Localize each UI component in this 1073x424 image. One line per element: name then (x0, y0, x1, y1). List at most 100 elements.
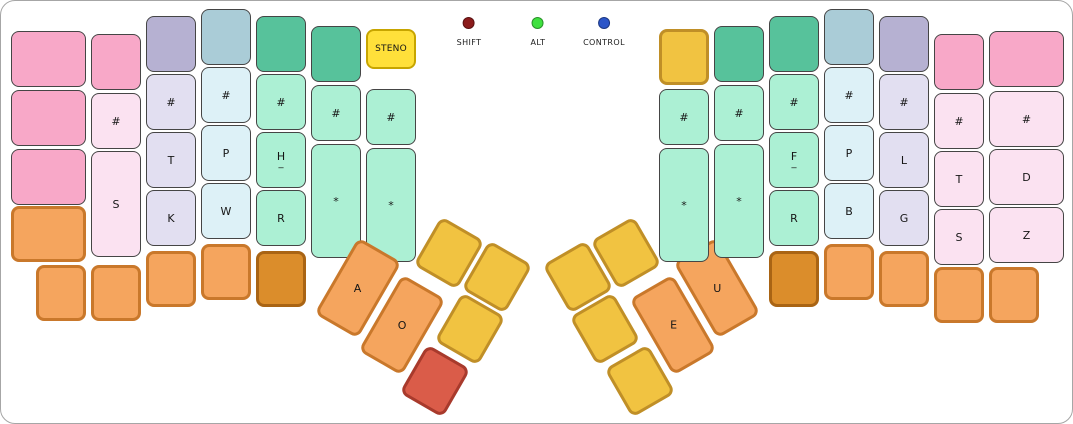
key-w-left[interactable]: W (201, 183, 251, 239)
key-label: Z (1022, 228, 1031, 242)
key-star-l7[interactable]: * (366, 148, 416, 262)
key-label: # (954, 114, 964, 128)
key-label: K (167, 211, 175, 225)
key-label: U (712, 281, 722, 295)
key-label: B (845, 204, 853, 218)
key-star-r2[interactable]: * (714, 144, 764, 258)
key-blank-orange-rb4[interactable] (934, 267, 984, 323)
indicator-alt: ALT (531, 17, 546, 47)
key-t-left[interactable]: T (146, 132, 196, 188)
key-hash-l5[interactable]: # (256, 74, 306, 130)
key-hash-r4[interactable]: # (824, 67, 874, 123)
key-blank-green-r3a[interactable] (769, 16, 819, 72)
key-label: # (789, 95, 799, 109)
key-label: F (790, 150, 798, 163)
key-hash-l4[interactable]: # (201, 67, 251, 123)
key-label: # (331, 106, 341, 120)
key-l-right[interactable]: L (879, 132, 929, 188)
key-hash-r2[interactable]: # (714, 85, 764, 141)
key-label: STENO (375, 43, 407, 54)
key-d-right[interactable]: D (989, 149, 1064, 205)
key-h-left[interactable]: H_ (256, 132, 306, 188)
key-blank-pink-r6a[interactable] (934, 34, 984, 90)
key-blank-green-r2a[interactable] (714, 26, 764, 82)
control-indicator-label: CONTROL (583, 38, 625, 47)
key-label: G (899, 211, 909, 225)
key-blank-pink-l2a[interactable] (91, 34, 141, 90)
shift-indicator-dot (463, 17, 475, 29)
key-hash-r3[interactable]: # (769, 74, 819, 130)
control-indicator-dot (598, 17, 610, 29)
key-hash-l3[interactable]: # (146, 74, 196, 130)
key-label: # (734, 106, 744, 120)
key-blank-orange-lb3[interactable] (146, 251, 196, 307)
key-hash-l6[interactable]: # (311, 85, 361, 141)
key-p-right[interactable]: P (824, 125, 874, 181)
key-label: # (166, 95, 176, 109)
indicator-control: CONTROL (583, 17, 625, 47)
key-label: S (112, 197, 120, 211)
key-label: D (1022, 170, 1031, 184)
key-s-left[interactable]: S (91, 151, 141, 257)
key-label: L (900, 153, 908, 167)
key-b-right[interactable]: B (824, 183, 874, 239)
key-blank-orange-l1d[interactable] (11, 206, 86, 262)
key-blank-pink-l1c[interactable] (11, 149, 86, 205)
key-label: * (736, 194, 742, 208)
key-hash-l7[interactable]: # (366, 89, 416, 145)
key-label: T (167, 153, 175, 167)
key-steno[interactable]: STENO (366, 29, 416, 69)
key-blank-green-l5a[interactable] (256, 16, 306, 72)
key-hash-l2[interactable]: # (91, 93, 141, 149)
key-label: # (844, 88, 854, 102)
key-label: A (354, 281, 362, 295)
key-label: # (679, 110, 689, 124)
key-label: * (333, 194, 339, 208)
key-blank-yellow-r1a[interactable] (659, 29, 709, 85)
key-label: T (955, 172, 963, 186)
key-label: O (397, 318, 407, 332)
key-label: W (220, 204, 232, 218)
key-blank-green-l6a[interactable] (311, 26, 361, 82)
key-blank-blue-l4a[interactable] (201, 9, 251, 65)
key-blank-orangedark-rb1[interactable] (769, 251, 819, 307)
key-label: S (955, 230, 963, 244)
key-blank-orange-rb2[interactable] (824, 244, 874, 300)
key-label: # (276, 95, 286, 109)
key-blank-orange-rb5[interactable] (989, 267, 1039, 323)
key-s-right[interactable]: S (934, 209, 984, 265)
key-star-r1[interactable]: * (659, 148, 709, 262)
key-label: # (1021, 112, 1032, 126)
key-blank-orange-lb4[interactable] (201, 244, 251, 300)
key-r-right[interactable]: R (769, 190, 819, 246)
key-sublabel: _ (791, 158, 797, 169)
key-hash-r1[interactable]: # (659, 89, 709, 145)
key-hash-r7[interactable]: # (989, 91, 1064, 147)
key-k-left[interactable]: K (146, 190, 196, 246)
shift-indicator-label: SHIFT (456, 38, 482, 47)
key-blank-pink-l1b[interactable] (11, 90, 86, 146)
key-hash-r5[interactable]: # (879, 74, 929, 130)
key-blank-pink-r7a[interactable] (989, 31, 1064, 87)
key-blank-pink-l1a[interactable] (11, 31, 86, 87)
key-z-right[interactable]: Z (989, 207, 1064, 263)
key-t-right[interactable]: T (934, 151, 984, 207)
key-star-l6[interactable]: * (311, 144, 361, 258)
key-p-left[interactable]: P (201, 125, 251, 181)
key-sublabel: _ (278, 158, 284, 169)
key-f-right[interactable]: F_ (769, 132, 819, 188)
alt-indicator-dot (531, 17, 544, 29)
key-blank-lavender-l3a[interactable] (146, 16, 196, 72)
key-label: R (277, 211, 285, 225)
key-g-right[interactable]: G (879, 190, 929, 246)
key-label: # (386, 110, 396, 124)
key-blank-orangedark-lb5[interactable] (256, 251, 306, 307)
key-hash-r6[interactable]: # (934, 93, 984, 149)
key-blank-orange-lb2[interactable] (91, 265, 141, 321)
key-blank-orange-lb1[interactable] (36, 265, 86, 321)
key-r-left[interactable]: R (256, 190, 306, 246)
key-label: R (790, 211, 798, 225)
key-blank-lavender-r5a[interactable] (879, 16, 929, 72)
key-blank-blue-r4a[interactable] (824, 9, 874, 65)
key-blank-orange-rb3[interactable] (879, 251, 929, 307)
